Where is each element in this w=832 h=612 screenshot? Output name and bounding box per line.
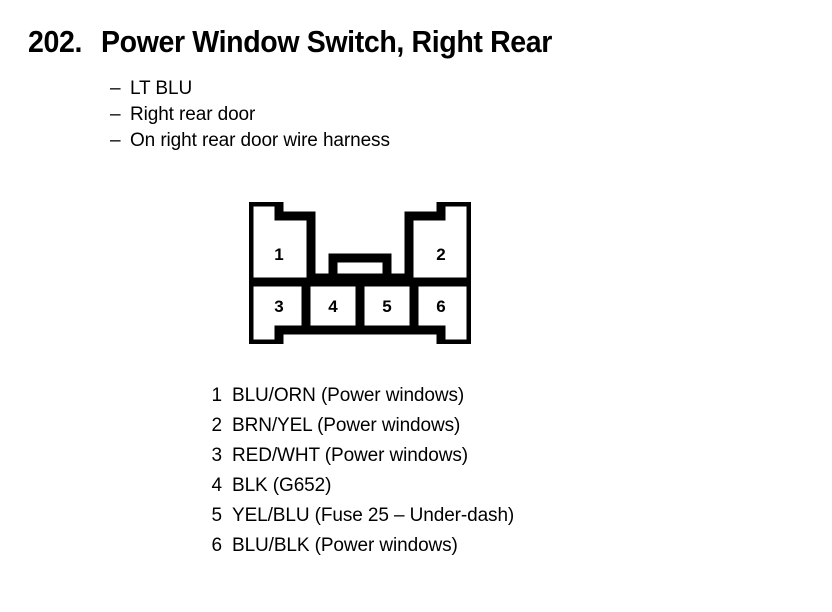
note-item: – Right rear door <box>110 102 390 128</box>
pin-cell-6: 6 <box>436 297 445 316</box>
pin-cell-1: 1 <box>274 245 283 264</box>
legend-pin-number: 2 <box>211 415 223 436</box>
dash-icon: – <box>110 130 121 151</box>
note-item: – LT BLU <box>110 76 390 102</box>
dash-icon: – <box>110 78 121 99</box>
legend-row: 3 RED/WHT (Power windows) <box>208 441 514 471</box>
pin-cell-5: 5 <box>382 297 391 316</box>
dash-icon: – <box>110 104 121 125</box>
legend-pin-number: 5 <box>211 505 223 526</box>
legend-pin-number: 6 <box>211 535 223 556</box>
connector-shell <box>249 202 471 344</box>
entry-title: Power Window Switch, Right Rear <box>100 24 552 59</box>
note-text: Right rear door <box>130 104 256 125</box>
note-text: LT BLU <box>130 78 193 99</box>
legend-row: 5 YEL/BLU (Fuse 25 – Under-dash) <box>208 501 515 531</box>
note-item: – On right rear door wire harness <box>110 128 390 154</box>
legend-pin-number: 3 <box>211 445 223 466</box>
legend-pin-description: BRN/YEL (Power windows) <box>232 415 461 436</box>
pin-cell-4: 4 <box>328 297 338 316</box>
entry-number: 202. <box>28 24 83 59</box>
locking-tab <box>328 253 392 282</box>
legend-pin-number: 1 <box>211 385 223 406</box>
legend-pin-description: YEL/BLU (Fuse 25 – Under-dash) <box>232 505 515 526</box>
pin-legend: 1 BLU/ORN (Power windows) 2 BRN/YEL (Pow… <box>208 381 515 561</box>
legend-row: 6 BLU/BLK (Power windows) <box>208 531 514 561</box>
legend-pin-number: 4 <box>211 475 223 496</box>
legend-row: 1 BLU/ORN (Power windows) <box>208 381 514 411</box>
note-list: – LT BLU – Right rear door – On right re… <box>110 76 390 154</box>
legend-pin-description: BLK (G652) <box>232 475 332 496</box>
legend-pin-description: BLU/BLK (Power windows) <box>232 535 458 556</box>
note-text: On right rear door wire harness <box>130 130 390 151</box>
legend-row: 2 BRN/YEL (Power windows) <box>208 411 514 441</box>
connector-diagram: 1 2 3 4 5 6 <box>249 202 471 344</box>
legend-row: 4 BLK (G652) <box>208 471 514 501</box>
pin-cell-3: 3 <box>274 297 283 316</box>
pin-cell-2: 2 <box>436 245 445 264</box>
page-title: 202. Power Window Switch, Right Rear <box>28 24 591 60</box>
legend-pin-description: BLU/ORN (Power windows) <box>232 385 465 406</box>
legend-pin-description: RED/WHT (Power windows) <box>232 445 468 466</box>
